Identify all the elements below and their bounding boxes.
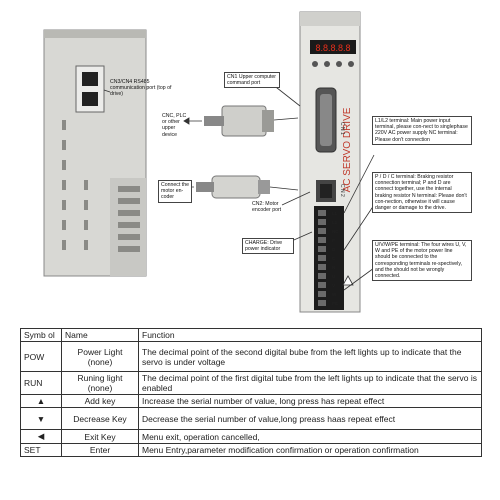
row-function: Increase the serial number of value, lon… bbox=[138, 394, 482, 408]
row-name: Exit Key bbox=[61, 429, 139, 444]
cn2-port-label: CN2: Motor encoder port bbox=[252, 201, 282, 214]
table-row: ▲ Add key Increase the serial number of … bbox=[20, 394, 482, 408]
header-name: Name bbox=[61, 328, 139, 342]
panel-function-table: Symb ol Name Function POW Power Light (n… bbox=[20, 328, 482, 457]
table-row: ▼ Decrease Key Decrease the serial numbe… bbox=[20, 407, 482, 430]
motor-terminal-note: U/V/W/PE terminal: The four wires U, V, … bbox=[372, 240, 472, 282]
terminal-label: D bbox=[332, 247, 336, 252]
row-function: The decimal point of the second digital … bbox=[138, 341, 482, 372]
brake-terminal-note: P / D / C terminal: Braking resistor con… bbox=[372, 172, 472, 214]
terminal-label: U bbox=[332, 274, 335, 279]
row-symbol: RUN bbox=[20, 371, 62, 395]
table-row: SET Enter Menu Entry,parameter modificat… bbox=[20, 443, 482, 457]
table-header-row: Symb ol Name Function bbox=[20, 328, 482, 342]
charge-indicator-label: CHARGE: Drive power indicator bbox=[242, 238, 294, 255]
terminal-label: N bbox=[332, 265, 335, 270]
header-symbol: Symb ol bbox=[20, 328, 62, 342]
table-row: ◀ Exit Key Menu exit, operation cancelle… bbox=[20, 429, 482, 444]
row-function: Decrease the serial number of value,long… bbox=[138, 407, 482, 430]
servo-drive-diagram: 8.8.8.8.8 AC SERVO DRIVE C N 1 C N 2 L1L… bbox=[43, 11, 375, 313]
drive-label: AC SERVO DRIVE bbox=[342, 107, 353, 192]
row-name: Runing light (none) bbox=[61, 371, 139, 395]
table-row: RUN Runing light (none) The decimal poin… bbox=[20, 371, 482, 395]
drive-front-view: 8.8.8.8.8 AC SERVO DRIVE C N 1 C N 2 L1L… bbox=[299, 11, 361, 313]
digital-display: 8.8.8.8.8 bbox=[315, 43, 350, 53]
cn2-cable-plug bbox=[196, 175, 299, 199]
terminal-label: W bbox=[332, 292, 337, 297]
terminal-label: C bbox=[332, 256, 336, 261]
row-name: Decrease Key bbox=[61, 407, 139, 430]
terminal-label: V bbox=[332, 283, 335, 288]
row-function: Menu exit, operation cancelled, bbox=[138, 429, 482, 444]
rs485-port-label: CN3/CN4 RS485 communication port (top of… bbox=[110, 79, 172, 98]
row-symbol: POW bbox=[20, 341, 62, 372]
motor-encoder-label: Connect the motor en-coder bbox=[158, 180, 192, 203]
upper-device-label: CNC, PLC or other upper device bbox=[162, 113, 187, 138]
terminal-label: NC bbox=[332, 229, 339, 234]
power-terminal-note: L1/L2 terminal: Main power input termina… bbox=[372, 116, 472, 145]
svg-text:C N 1: C N 1 bbox=[339, 122, 345, 135]
row-symbol: SET bbox=[20, 443, 62, 457]
terminal-label: P bbox=[332, 238, 335, 243]
terminal-label: PE bbox=[332, 301, 338, 306]
row-symbol: ▼ bbox=[20, 407, 62, 430]
row-symbol: ◀ bbox=[20, 429, 62, 444]
table-row: POW Power Light (none) The decimal point… bbox=[20, 341, 482, 372]
svg-text:C N 2: C N 2 bbox=[339, 184, 345, 197]
row-function: Menu Entry,parameter modification confir… bbox=[138, 443, 482, 457]
header-function: Function bbox=[138, 328, 482, 342]
row-name: Add key bbox=[61, 394, 139, 408]
row-function: The decimal point of the first digital t… bbox=[138, 371, 482, 395]
terminal-label: L1 bbox=[332, 211, 338, 216]
cn1-cable-plug bbox=[204, 105, 299, 137]
cn1-port-label: CN1 Upper computer command port bbox=[224, 72, 280, 89]
row-name: Power Light (none) bbox=[61, 341, 139, 372]
row-name: Enter bbox=[61, 443, 139, 457]
terminal-label: L2 bbox=[332, 220, 338, 225]
drive-side-view bbox=[43, 29, 147, 277]
row-symbol: ▲ bbox=[20, 394, 62, 408]
